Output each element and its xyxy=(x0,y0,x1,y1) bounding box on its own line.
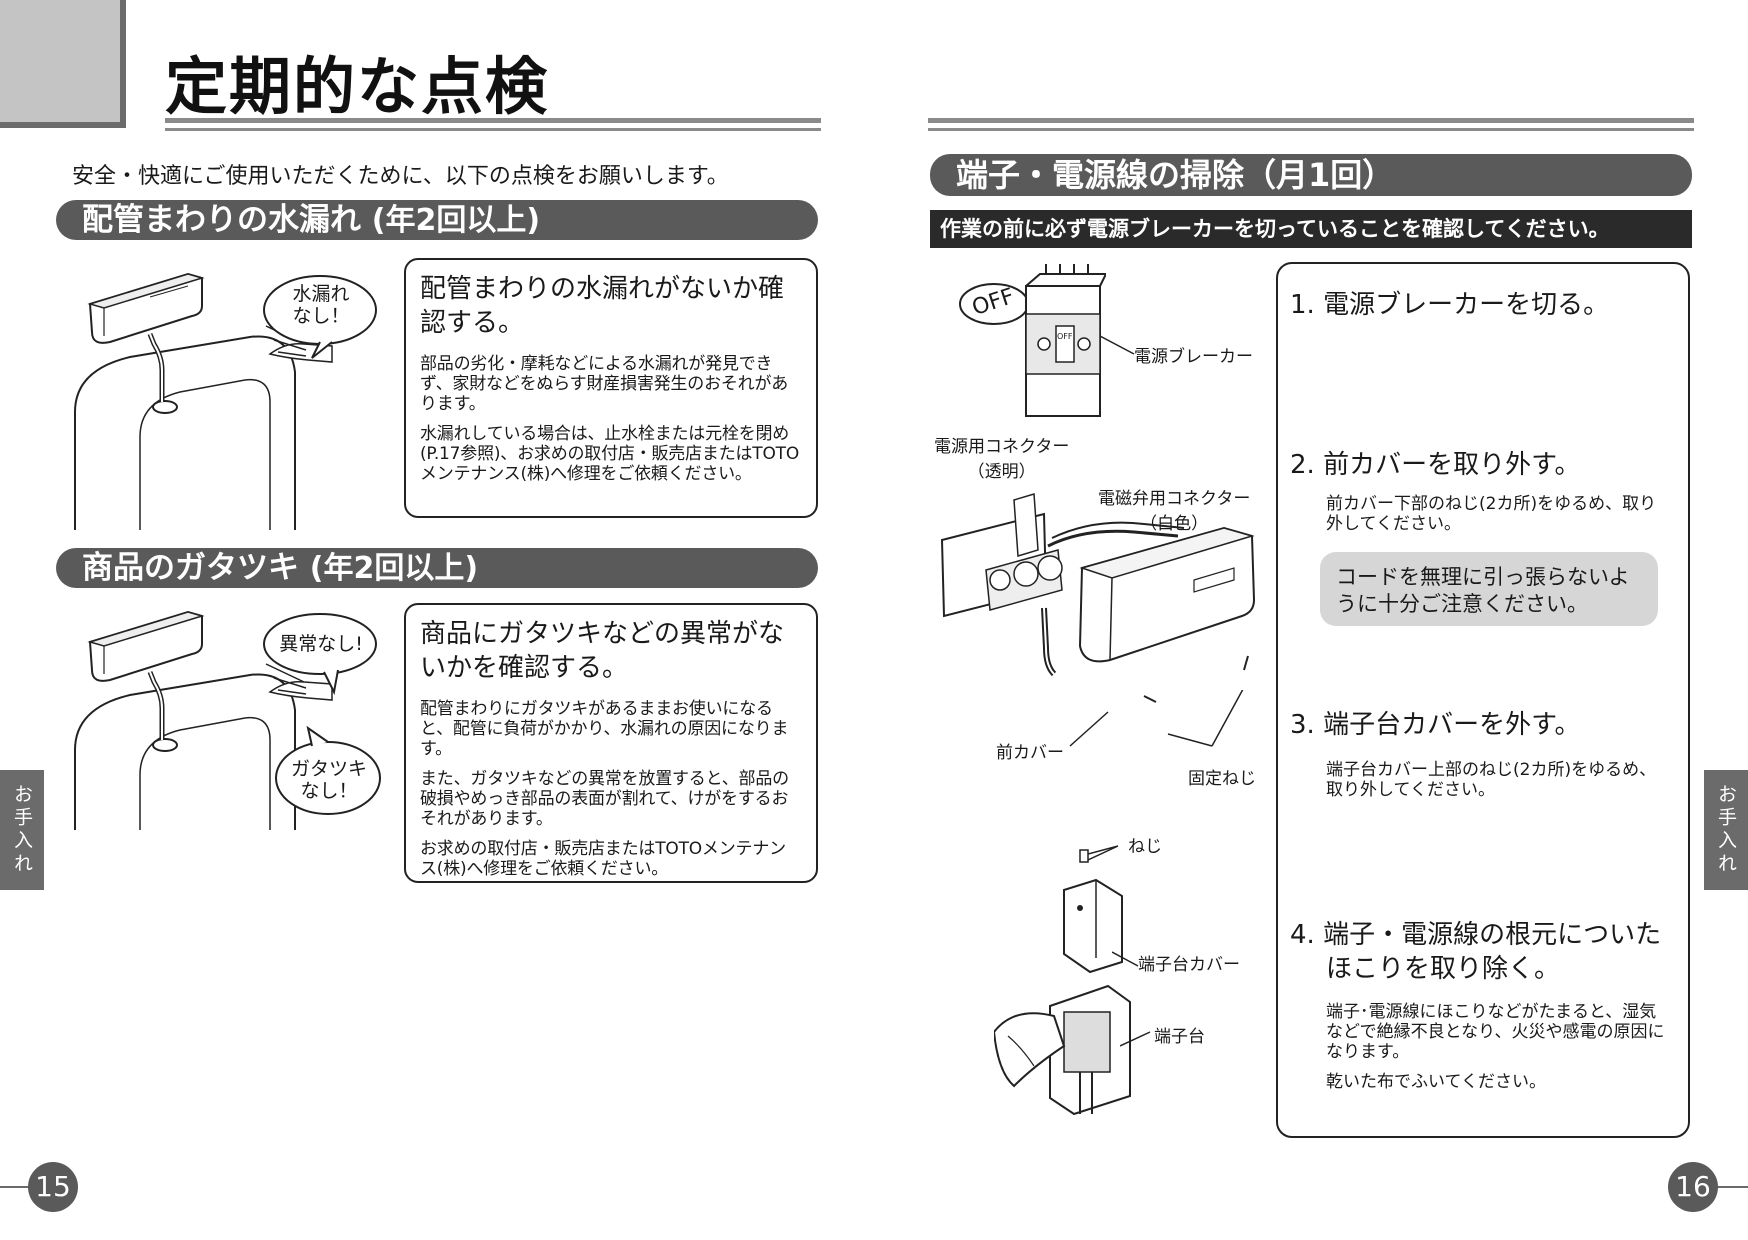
step-2-body: 前カバー下部のねじ(2カ所)をゆるめ、取り外してください。 xyxy=(1326,494,1657,534)
intro-text: 安全・快適にご使用いただくために、以下の点検をお願いします。 xyxy=(72,164,729,189)
cover-leaders xyxy=(1069,690,1244,747)
steps-box xyxy=(1276,262,1690,1138)
step-4-title: 4. 端子・電源線の根元についた ほこりを取り除く。 xyxy=(1290,920,1662,984)
step-4-body-2: 乾いた布でふいてください。 xyxy=(1326,1072,1546,1092)
side-tab-left[interactable]: お手入れ xyxy=(0,770,44,890)
fixing-screw-label: 固定ねじ xyxy=(1188,769,1256,789)
bubble-text-2: 異常なし! xyxy=(279,633,363,655)
step-2-title: 2. 前カバーを取り外す。 xyxy=(1290,450,1581,480)
front-cover-label: 前カバー xyxy=(996,743,1064,763)
section-title: 商品のガタツキ xyxy=(82,550,299,586)
section-bar-cleaning: 端子・電源線の掃除（月1回） xyxy=(930,154,1692,196)
terminal-illustration xyxy=(994,849,1131,1116)
title-rule-2 xyxy=(165,128,821,131)
caution-note: コードを無理に引っ張らないように十分ご注意ください。 xyxy=(1320,552,1658,626)
valve-connector-label: 電磁弁用コネクター （白色） xyxy=(1098,489,1251,534)
step-3-title: 3. 端子台カバーを外す。 xyxy=(1290,710,1581,740)
terminal-leader xyxy=(1120,1031,1151,1047)
step-1-title: 1. 電源ブレーカーを切る。 xyxy=(1290,290,1610,320)
page-title: 定期的な点検 xyxy=(165,50,550,123)
step-4-body: 端子･電源線にほこりなどがたまると、湿気などで絶縁不良となり、火災や感電の原因に… xyxy=(1326,1002,1665,1062)
speech-bubble-3 xyxy=(275,725,381,815)
terminal-cover-leader xyxy=(1112,951,1139,967)
wobble-check-box: 商品にガタツキなどの異常がないかを確認する。 配管まわりにガタツキがあるままお使… xyxy=(404,603,818,883)
section-bar-leak: 配管まわりの水漏れ (年2回以上) xyxy=(56,200,818,240)
breaker-label: 電源ブレーカー xyxy=(1134,347,1253,367)
screw-label: ねじ xyxy=(1128,837,1162,857)
side-tab-right[interactable]: お手入れ xyxy=(1704,770,1748,890)
breaker-leader xyxy=(1100,335,1135,355)
breaker-illustration xyxy=(959,264,1106,417)
wobble-check-para-1: 配管まわりにガタツキがあるままお使いになると、配管に負荷がかかり、水漏れの原因に… xyxy=(420,699,789,759)
section-bar-wobble: 商品のガタツキ (年2回以上) xyxy=(56,548,818,588)
warning-bar: 作業の前に必ず電源ブレーカーを切っていることを確認してください。 xyxy=(930,210,1692,248)
wobble-check-para-2: また、ガタツキなどの異常を放置すると、部品の破損やめっき部品の表面が割れて、けが… xyxy=(420,769,789,829)
speech-bubble-1 xyxy=(263,275,377,359)
terminal-cover-label: 端子台カバー xyxy=(1138,955,1240,975)
wobble-check-para-3: お求めの取付店・販売店またはTOTOメンテナンス(株)へ修理をご依頼ください。 xyxy=(420,839,786,879)
page-num-line-left xyxy=(0,1186,40,1188)
bubble-text-1: 水漏れ なし！ xyxy=(292,283,350,327)
page-num-line-right xyxy=(1708,1186,1748,1188)
power-connector-label: 電源用コネクター （透明） xyxy=(934,437,1070,482)
section-frequency: (年2回以上) xyxy=(371,203,541,238)
bubble-text-3: ガタツキ なし！ xyxy=(290,758,367,802)
page-number-left: 15 xyxy=(28,1162,78,1212)
section-frequency: (年2回以上) xyxy=(309,551,479,586)
wobble-check-lead: 商品にガタツキなどの異常がないかを確認する。 xyxy=(420,619,785,683)
leak-check-para-2: 水漏れしている場合は、止水栓または元栓を閉め(P.17参照)、お求めの取付店・販… xyxy=(420,424,800,484)
leak-check-lead: 配管まわりの水漏れがないか確認する。 xyxy=(420,274,785,338)
leak-check-para-1: 部品の劣化・摩耗などによる水漏れが発見できず、家財などをぬらす財産損害発生のおそ… xyxy=(420,354,789,414)
speech-bubble-2 xyxy=(263,613,377,696)
breaker-switch-label: OFF xyxy=(1057,332,1073,341)
step-3-body: 端子台カバー上部のねじ(2カ所)をゆるめ、取り外してください。 xyxy=(1326,760,1657,800)
corner-block xyxy=(0,0,126,128)
page-number-right: 16 xyxy=(1668,1162,1718,1212)
screw-leader xyxy=(1088,845,1119,861)
terminal-label: 端子台 xyxy=(1154,1027,1205,1047)
urinal-illustration-2 xyxy=(74,610,333,830)
title-rule xyxy=(165,118,821,123)
leak-check-box: 配管まわりの水漏れがないか確認する。 部品の劣化・摩耗などによる水漏れが発見でき… xyxy=(404,258,818,518)
right-rule-2 xyxy=(928,128,1694,131)
right-rule xyxy=(928,118,1694,123)
section-title: 配管まわりの水漏れ xyxy=(82,202,361,238)
unit-illustration xyxy=(940,493,1256,703)
